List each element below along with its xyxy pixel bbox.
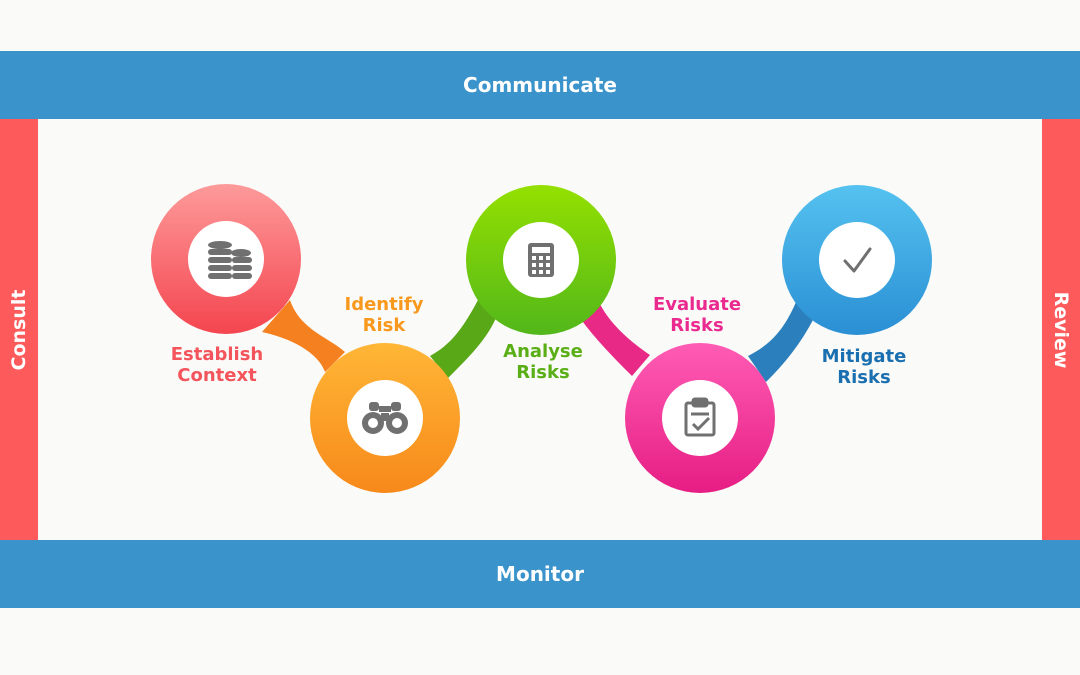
identify-risk-label: Identify Risk <box>344 294 424 336</box>
step-establish <box>151 184 301 334</box>
connector-evaluate-mitigate <box>748 302 814 382</box>
consult-band: Consult <box>0 119 38 540</box>
calculator-icon <box>528 243 554 277</box>
step-mitigate <box>782 185 932 335</box>
step-analyse <box>466 185 616 335</box>
connector-establish-identify <box>262 300 345 372</box>
monitor-band: Monitor <box>0 540 1080 608</box>
monitor-label: Monitor <box>496 562 584 586</box>
mitigate-risks-label: Mitigate Risks <box>821 346 907 388</box>
step-evaluate <box>625 343 775 493</box>
review-band: Review <box>1042 119 1080 540</box>
analyse-risks-label: Analyse Risks <box>503 341 583 383</box>
connector-analyse-evaluate <box>580 300 650 376</box>
communicate-band: Communicate <box>0 51 1080 119</box>
binoculars-icon <box>362 402 408 434</box>
evaluate-risks-label: Evaluate Risks <box>652 294 742 336</box>
establish-context-label: Establish Context <box>170 344 264 386</box>
step-identify <box>310 343 460 493</box>
clipboard-check-icon <box>684 397 716 437</box>
communicate-label: Communicate <box>463 73 617 97</box>
checkmark-icon <box>843 247 872 273</box>
connector-identify-analyse <box>430 300 496 378</box>
coins-icon <box>208 241 252 279</box>
